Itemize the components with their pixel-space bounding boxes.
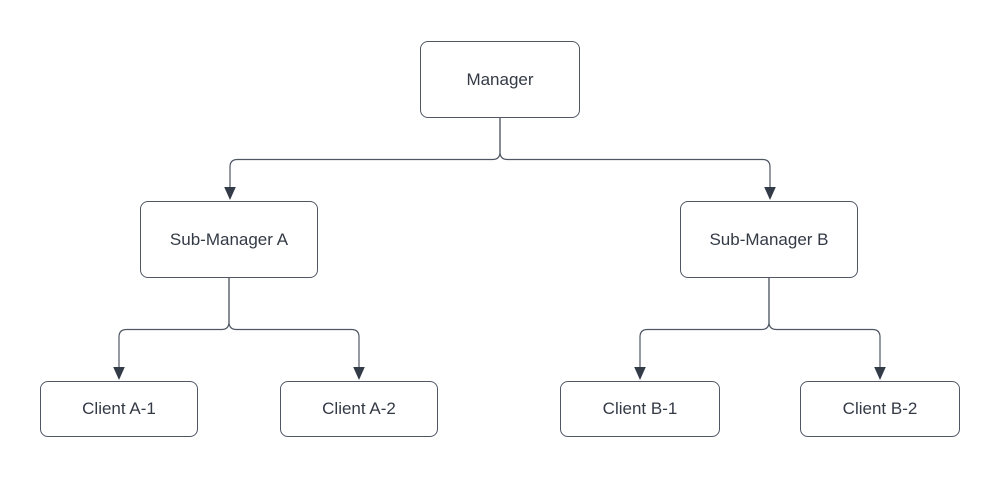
node-sub-manager-a-label: Sub-Manager A bbox=[169, 229, 289, 249]
node-client-a1[interactable]: Client A-1 bbox=[40, 381, 198, 437]
arrowhead-sub-a bbox=[224, 187, 236, 200]
node-client-a2[interactable]: Client A-2 bbox=[280, 381, 438, 437]
edge-manager-sub-b bbox=[499, 118, 776, 200]
node-sub-manager-a[interactable]: Sub-Manager A bbox=[140, 201, 318, 278]
node-client-a1-label: Client A-1 bbox=[82, 399, 156, 418]
arrowhead-client-b1 bbox=[634, 367, 646, 380]
node-client-b1-label: Client B-1 bbox=[602, 399, 678, 418]
node-client-b2[interactable]: Client B-2 bbox=[800, 381, 960, 437]
arrowhead-client-b2 bbox=[874, 367, 886, 380]
edge-sub-a-client-a2 bbox=[228, 278, 365, 380]
node-sub-manager-b[interactable]: Sub-Manager B bbox=[680, 201, 858, 278]
node-sub-manager-b-label: Sub-Manager B bbox=[709, 229, 829, 249]
node-client-a2-label: Client A-2 bbox=[322, 399, 396, 418]
arrowhead-client-a1 bbox=[113, 367, 125, 380]
arrowhead-sub-b bbox=[764, 187, 776, 200]
edge-manager-sub-a bbox=[224, 118, 501, 200]
node-manager-label: Manager bbox=[466, 69, 534, 89]
edge-sub-a-client-a1 bbox=[113, 278, 230, 380]
edge-sub-b-client-b1 bbox=[634, 278, 770, 380]
node-client-b1[interactable]: Client B-1 bbox=[560, 381, 720, 437]
arrowhead-client-a2 bbox=[353, 367, 365, 380]
node-client-b2-label: Client B-2 bbox=[842, 399, 918, 418]
edge-sub-b-client-b2 bbox=[768, 278, 886, 380]
node-manager[interactable]: Manager bbox=[420, 41, 580, 118]
